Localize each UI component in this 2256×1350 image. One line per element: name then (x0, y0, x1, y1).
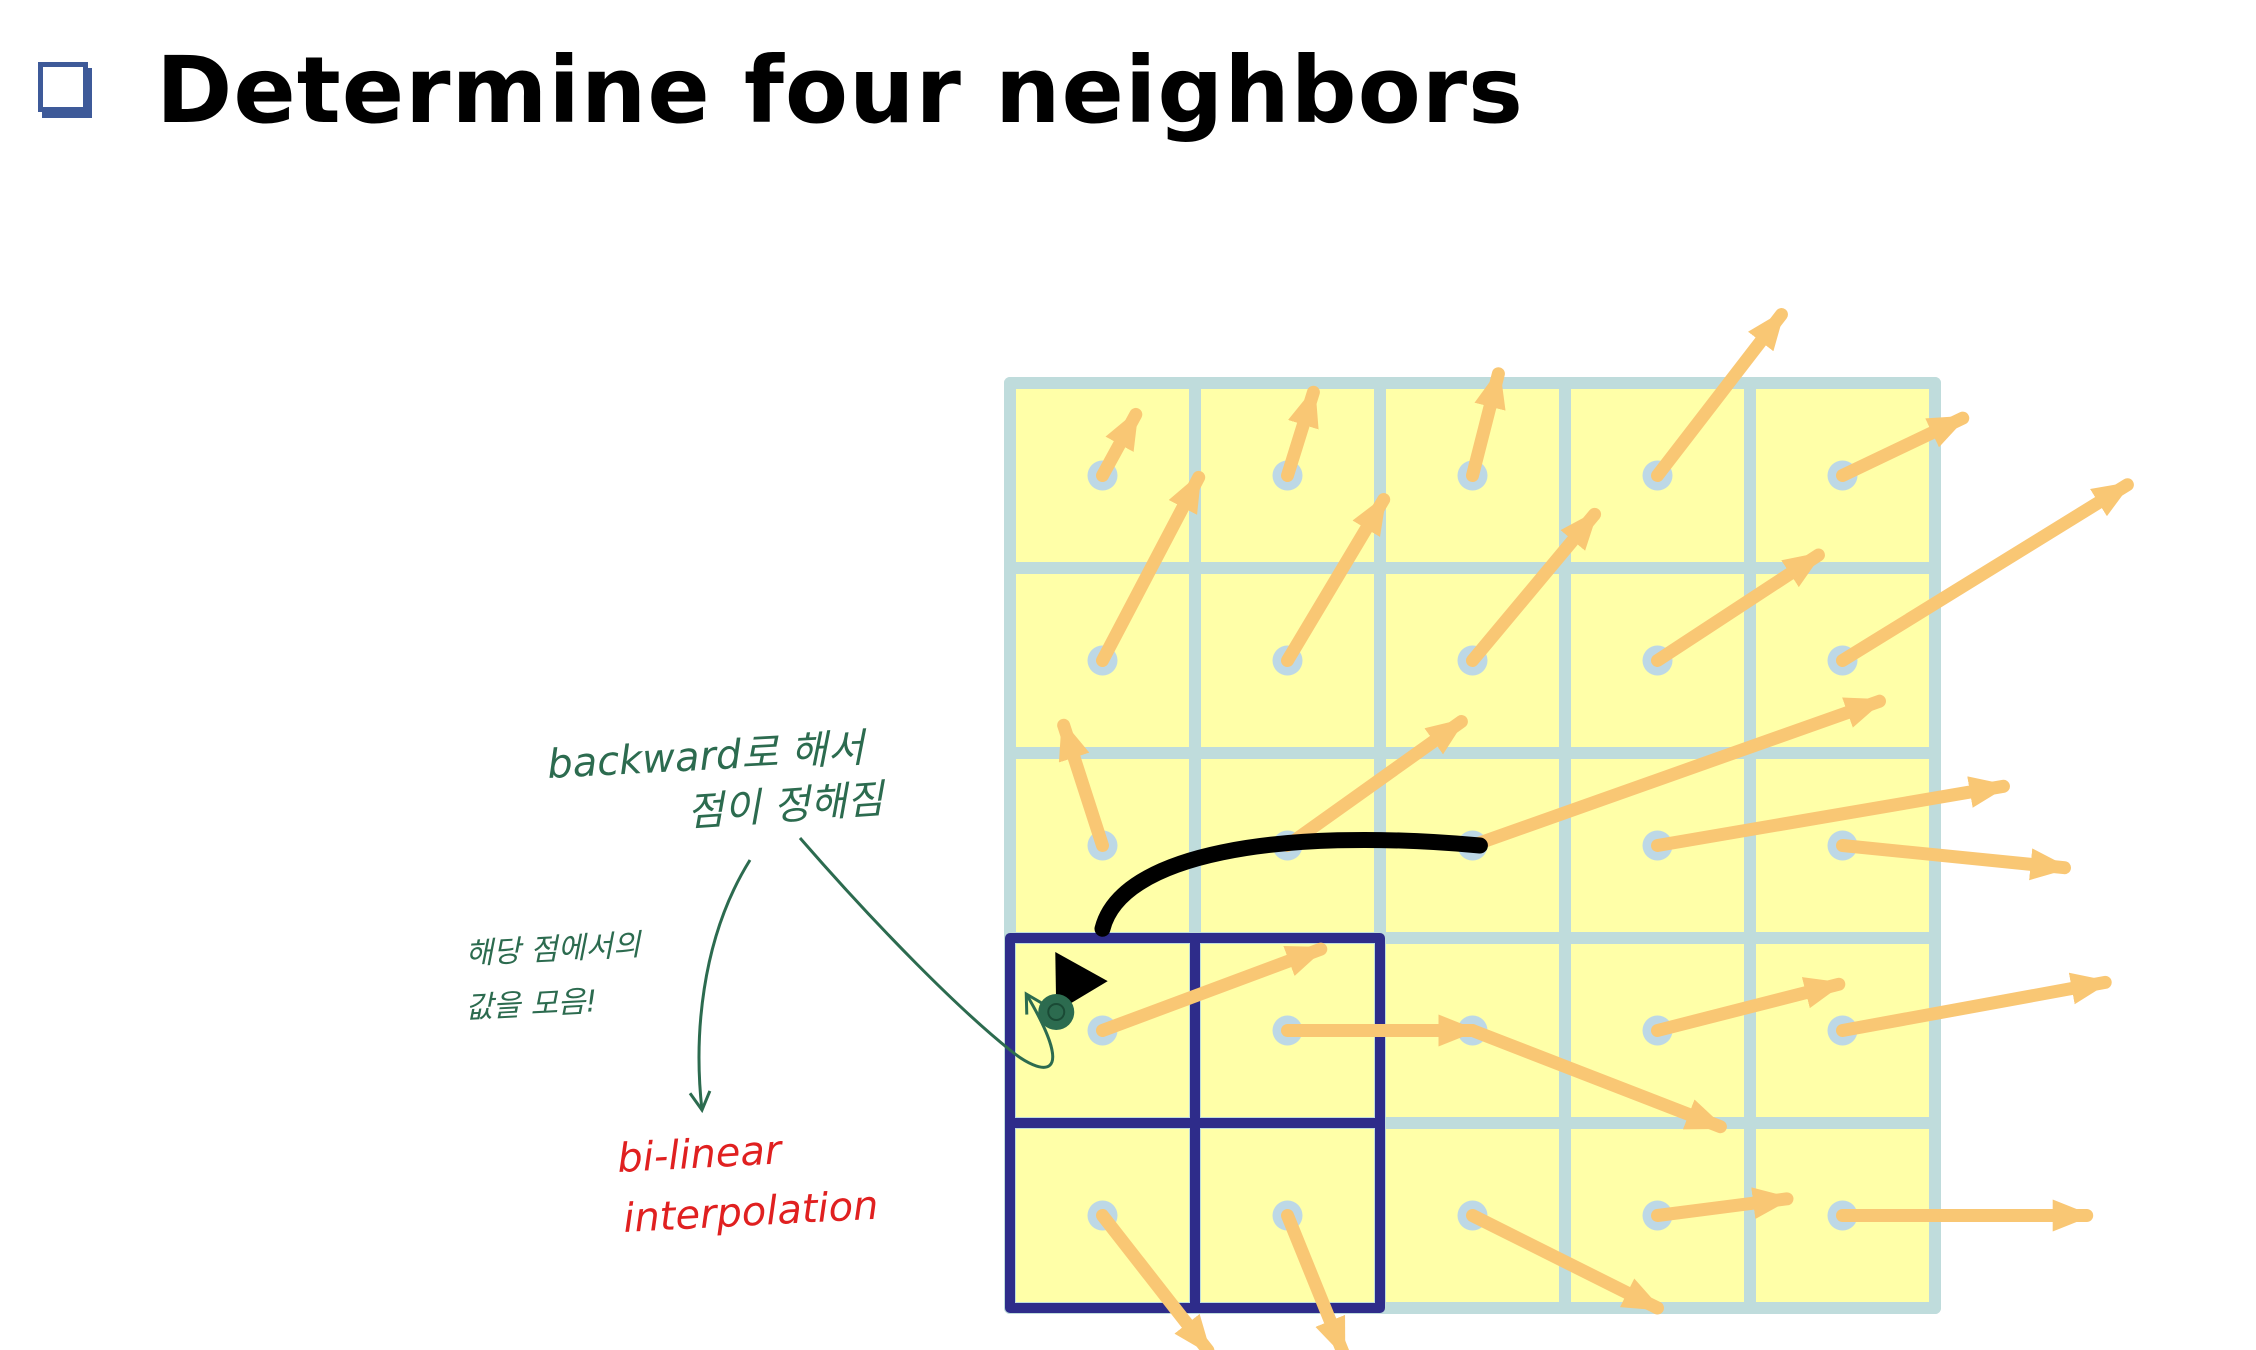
connector-to-target-point (798, 837, 1055, 1069)
flow-vector-arrow (1651, 1187, 1794, 1222)
flow-vector-arrow (1096, 1209, 1215, 1350)
slide-header: Determine four neighbors (38, 30, 1524, 150)
flow-vector-arrow (1466, 694, 1886, 852)
connector-to-method (688, 859, 752, 1114)
handwritten-annotations (688, 837, 1055, 1114)
annotation-gather-line1: 해당 점에서의 (465, 928, 644, 972)
flow-vector-arrow (1651, 308, 1788, 482)
backward-mapping-arrow (1038, 831, 1488, 1030)
flow-vector-arrow (1836, 478, 2134, 667)
flow-vector-arrow (1057, 718, 1109, 852)
flow-vector-arrow (1836, 972, 2112, 1037)
annotation-backward-line2: 점이 정해짐 (685, 776, 888, 836)
backward-arrow-head (1055, 951, 1108, 1012)
square-bullet-icon (38, 62, 94, 118)
flow-vector-arrow (1651, 548, 1825, 667)
flow-vector-arrow (1836, 839, 2071, 881)
target-point (1038, 994, 1075, 1030)
flow-vector-arrow (1466, 507, 1602, 667)
annotation-method-line1: bi-linear (616, 1127, 785, 1182)
flow-vector-arrow (1096, 942, 1328, 1037)
slide-title: Determine four neighbors (156, 36, 1524, 144)
flow-vector-arrow (1466, 367, 1506, 482)
backward-arrow-curve (1094, 831, 1488, 937)
flow-vector-arrow (1096, 407, 1143, 482)
flow-vectors (1057, 308, 2134, 1350)
flow-vector-arrow (1281, 385, 1320, 482)
target-point-scribble (1047, 1003, 1066, 1021)
flow-vector-arrow (1466, 1024, 1727, 1134)
flow-vector-arrow (1281, 493, 1391, 667)
flow-vector-arrow (1096, 470, 1206, 667)
annotation-backward-line1: backward로 해서 (546, 725, 869, 788)
annotation-method-line2: interpolation (622, 1183, 879, 1242)
flow-vector-arrow (1281, 715, 1468, 852)
flow-vector-arrow (1466, 1209, 1664, 1315)
flow-vector-arrow (1836, 411, 1970, 482)
flow-vector-arrow (1651, 776, 2010, 852)
annotation-gather-line2: 값을 모음! (465, 984, 599, 1026)
flow-vector-arrow (1651, 977, 1846, 1037)
flow-vector-arrow (1281, 1209, 1350, 1350)
